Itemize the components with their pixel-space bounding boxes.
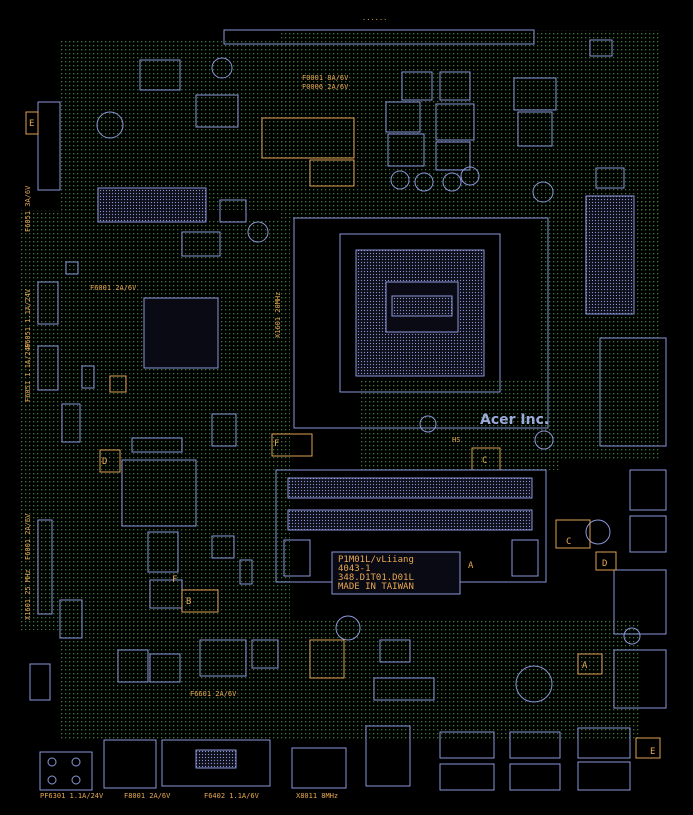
svg-text:P1M01L/vLiiang: P1M01L/vLiiang	[338, 555, 414, 565]
svg-text:A: A	[468, 561, 474, 571]
svg-text:F6001 2A/6V: F6001 2A/6V	[24, 513, 32, 560]
svg-text:348.D1T01.D01L: 348.D1T01.D01L	[338, 573, 414, 583]
svg-text:X1601 25 MHz: X1601 25 MHz	[24, 569, 32, 620]
svg-text:C: C	[566, 537, 571, 547]
dc-jack	[103, 739, 157, 789]
usb-port-1	[439, 731, 495, 759]
svg-text:4043-1: 4043-1	[338, 564, 371, 574]
usb-port-3	[509, 731, 561, 759]
large-capacitor	[515, 665, 553, 703]
capacitor	[211, 57, 233, 79]
chipset-ic	[143, 297, 219, 369]
usb-port-4	[509, 763, 561, 791]
svg-text:D: D	[102, 457, 107, 467]
usb-port-2	[439, 763, 495, 791]
svg-text:X1601 20MHz: X1601 20MHz	[274, 292, 282, 338]
rj45-port	[365, 725, 411, 787]
lan-port	[291, 747, 347, 789]
usb-port-6	[577, 761, 631, 791]
vendor-logo: Acer Inc.	[480, 412, 549, 428]
svg-text:X8011 8MHz: X8011 8MHz	[296, 792, 338, 800]
cpu-socket	[293, 217, 549, 429]
svg-text:F6402 1.1A/6V: F6402 1.1A/6V	[204, 792, 260, 800]
svg-text:F6051 1.1A/24V: F6051 1.1A/24V	[24, 342, 32, 402]
edge-connector-top	[223, 29, 535, 45]
memory-slot-small	[97, 187, 207, 223]
svg-text:MADE IN TAIWAN: MADE IN TAIWAN	[338, 582, 414, 592]
audio-connector	[39, 751, 93, 791]
svg-text:D: D	[602, 559, 607, 569]
svg-text:A: A	[582, 661, 588, 671]
top-label: ......	[362, 14, 387, 22]
usb-port-5	[577, 727, 631, 759]
super-io-ic	[121, 459, 197, 527]
svg-text:PF6301 1.1A/24V: PF6301 1.1A/24V	[40, 792, 104, 800]
memory-slot-right	[585, 195, 635, 315]
marker-e-bottom: E	[650, 747, 655, 757]
label-box	[331, 551, 461, 595]
svg-text:F0006 2A/6V: F0006 2A/6V	[302, 83, 349, 91]
header-pins-left	[37, 519, 53, 615]
connector-e-top	[37, 101, 61, 191]
capacitor	[96, 111, 124, 139]
svg-text:F6001 2A/6V: F6001 2A/6V	[90, 284, 137, 292]
hs-mark: HS	[452, 436, 460, 444]
svg-text:F6051 3A/6V: F6051 3A/6V	[24, 185, 32, 232]
svg-text:B: B	[186, 597, 191, 607]
svg-text:F: F	[172, 575, 177, 585]
svg-text:F8001 2A/6V: F8001 2A/6V	[124, 792, 171, 800]
svg-text:F6051 1.1A/24V: F6051 1.1A/24V	[24, 288, 32, 348]
vga-port	[161, 739, 271, 787]
svg-text:F: F	[274, 439, 279, 449]
svg-text:C: C	[482, 456, 487, 466]
marker-e-top: E	[29, 119, 34, 129]
svg-text:F0001 8A/6V: F0001 8A/6V	[302, 74, 349, 82]
svg-text:F6601 2A/6V: F6601 2A/6V	[190, 690, 237, 698]
